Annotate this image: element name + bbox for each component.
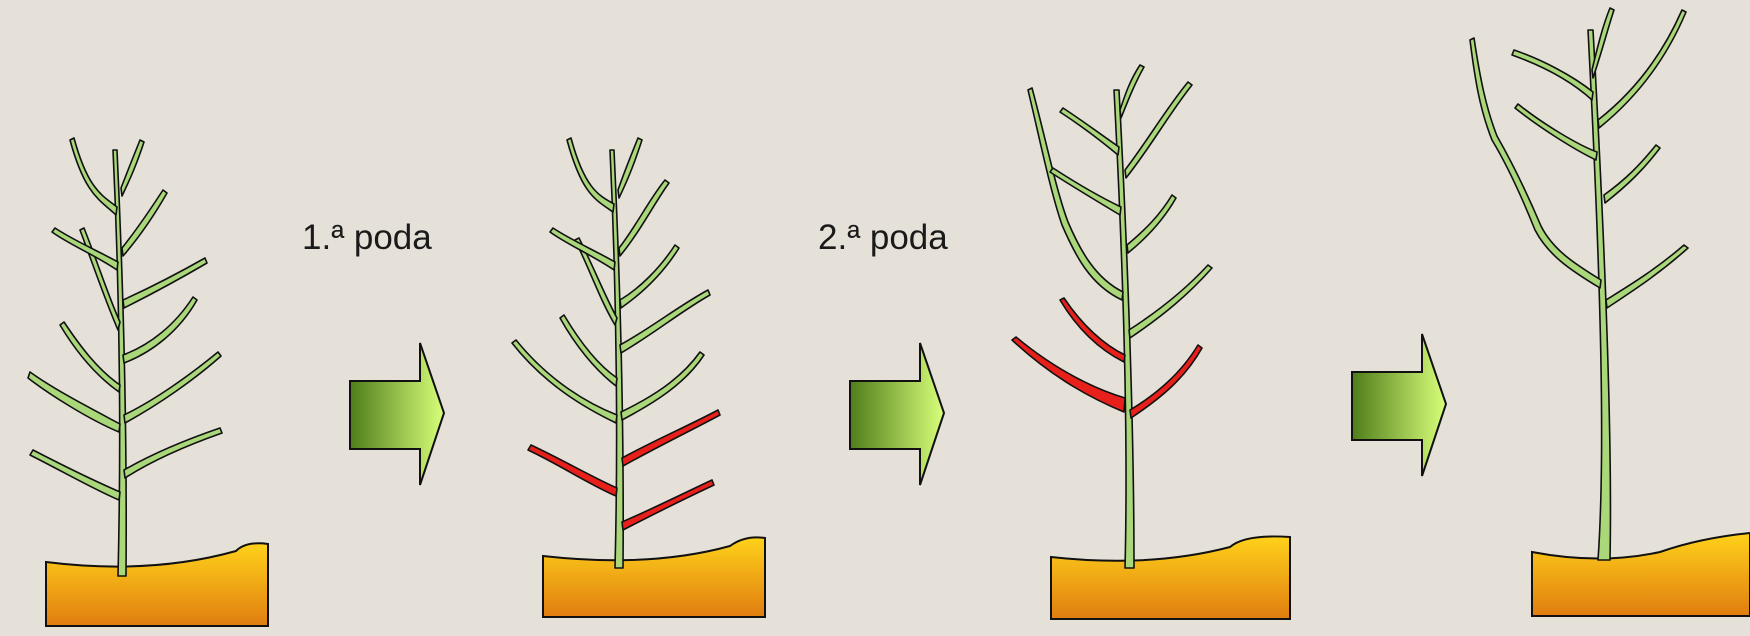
branch (1598, 10, 1686, 128)
soil-mound-4 (1532, 533, 1750, 616)
branch (1515, 104, 1597, 160)
branch (80, 228, 120, 330)
pruned-branch (622, 480, 714, 530)
branch (70, 138, 117, 215)
stem-4 (1470, 8, 1688, 560)
pruned-branch (1060, 298, 1125, 362)
branch (550, 228, 615, 270)
branch (567, 138, 614, 212)
branch (123, 297, 197, 363)
branch (1592, 8, 1614, 78)
stem-3 (1012, 65, 1212, 568)
branch (560, 315, 617, 386)
step-label-second-pruning: 2.ª poda (818, 218, 948, 258)
branch (124, 352, 221, 423)
branch (30, 450, 120, 500)
branch (621, 352, 704, 420)
plant-stage-1 (28, 138, 268, 626)
branch (124, 428, 222, 478)
arrow-1 (350, 343, 444, 485)
plant-stage-4 (1470, 8, 1750, 616)
branch (1604, 145, 1660, 203)
soil-mound-2 (543, 537, 765, 617)
stem-1 (28, 138, 222, 576)
plant-stage-2 (512, 138, 765, 617)
branch (620, 245, 679, 308)
plant-stage-3 (1012, 65, 1290, 619)
branch (1129, 265, 1212, 338)
branch (618, 138, 642, 198)
branch (1512, 50, 1593, 100)
pruned-branch (1130, 345, 1202, 418)
branch (512, 340, 617, 423)
arrow-3 (1352, 334, 1446, 476)
stem-2 (512, 138, 720, 568)
branch (1060, 108, 1119, 155)
branch (121, 140, 144, 196)
soil-mound-3 (1051, 536, 1290, 619)
pruned-branch (622, 410, 720, 466)
step-label-first-pruning: 1.ª poda (302, 218, 432, 258)
arrow-2 (850, 343, 944, 485)
branch (1125, 82, 1192, 178)
branch (1606, 245, 1688, 308)
branch (122, 190, 167, 256)
branch (60, 322, 120, 392)
branch (619, 180, 669, 256)
branch (1470, 38, 1601, 288)
soil-mound-1 (46, 543, 268, 626)
branch (1120, 65, 1144, 118)
pruned-branch (528, 445, 617, 496)
branch (1127, 195, 1176, 253)
